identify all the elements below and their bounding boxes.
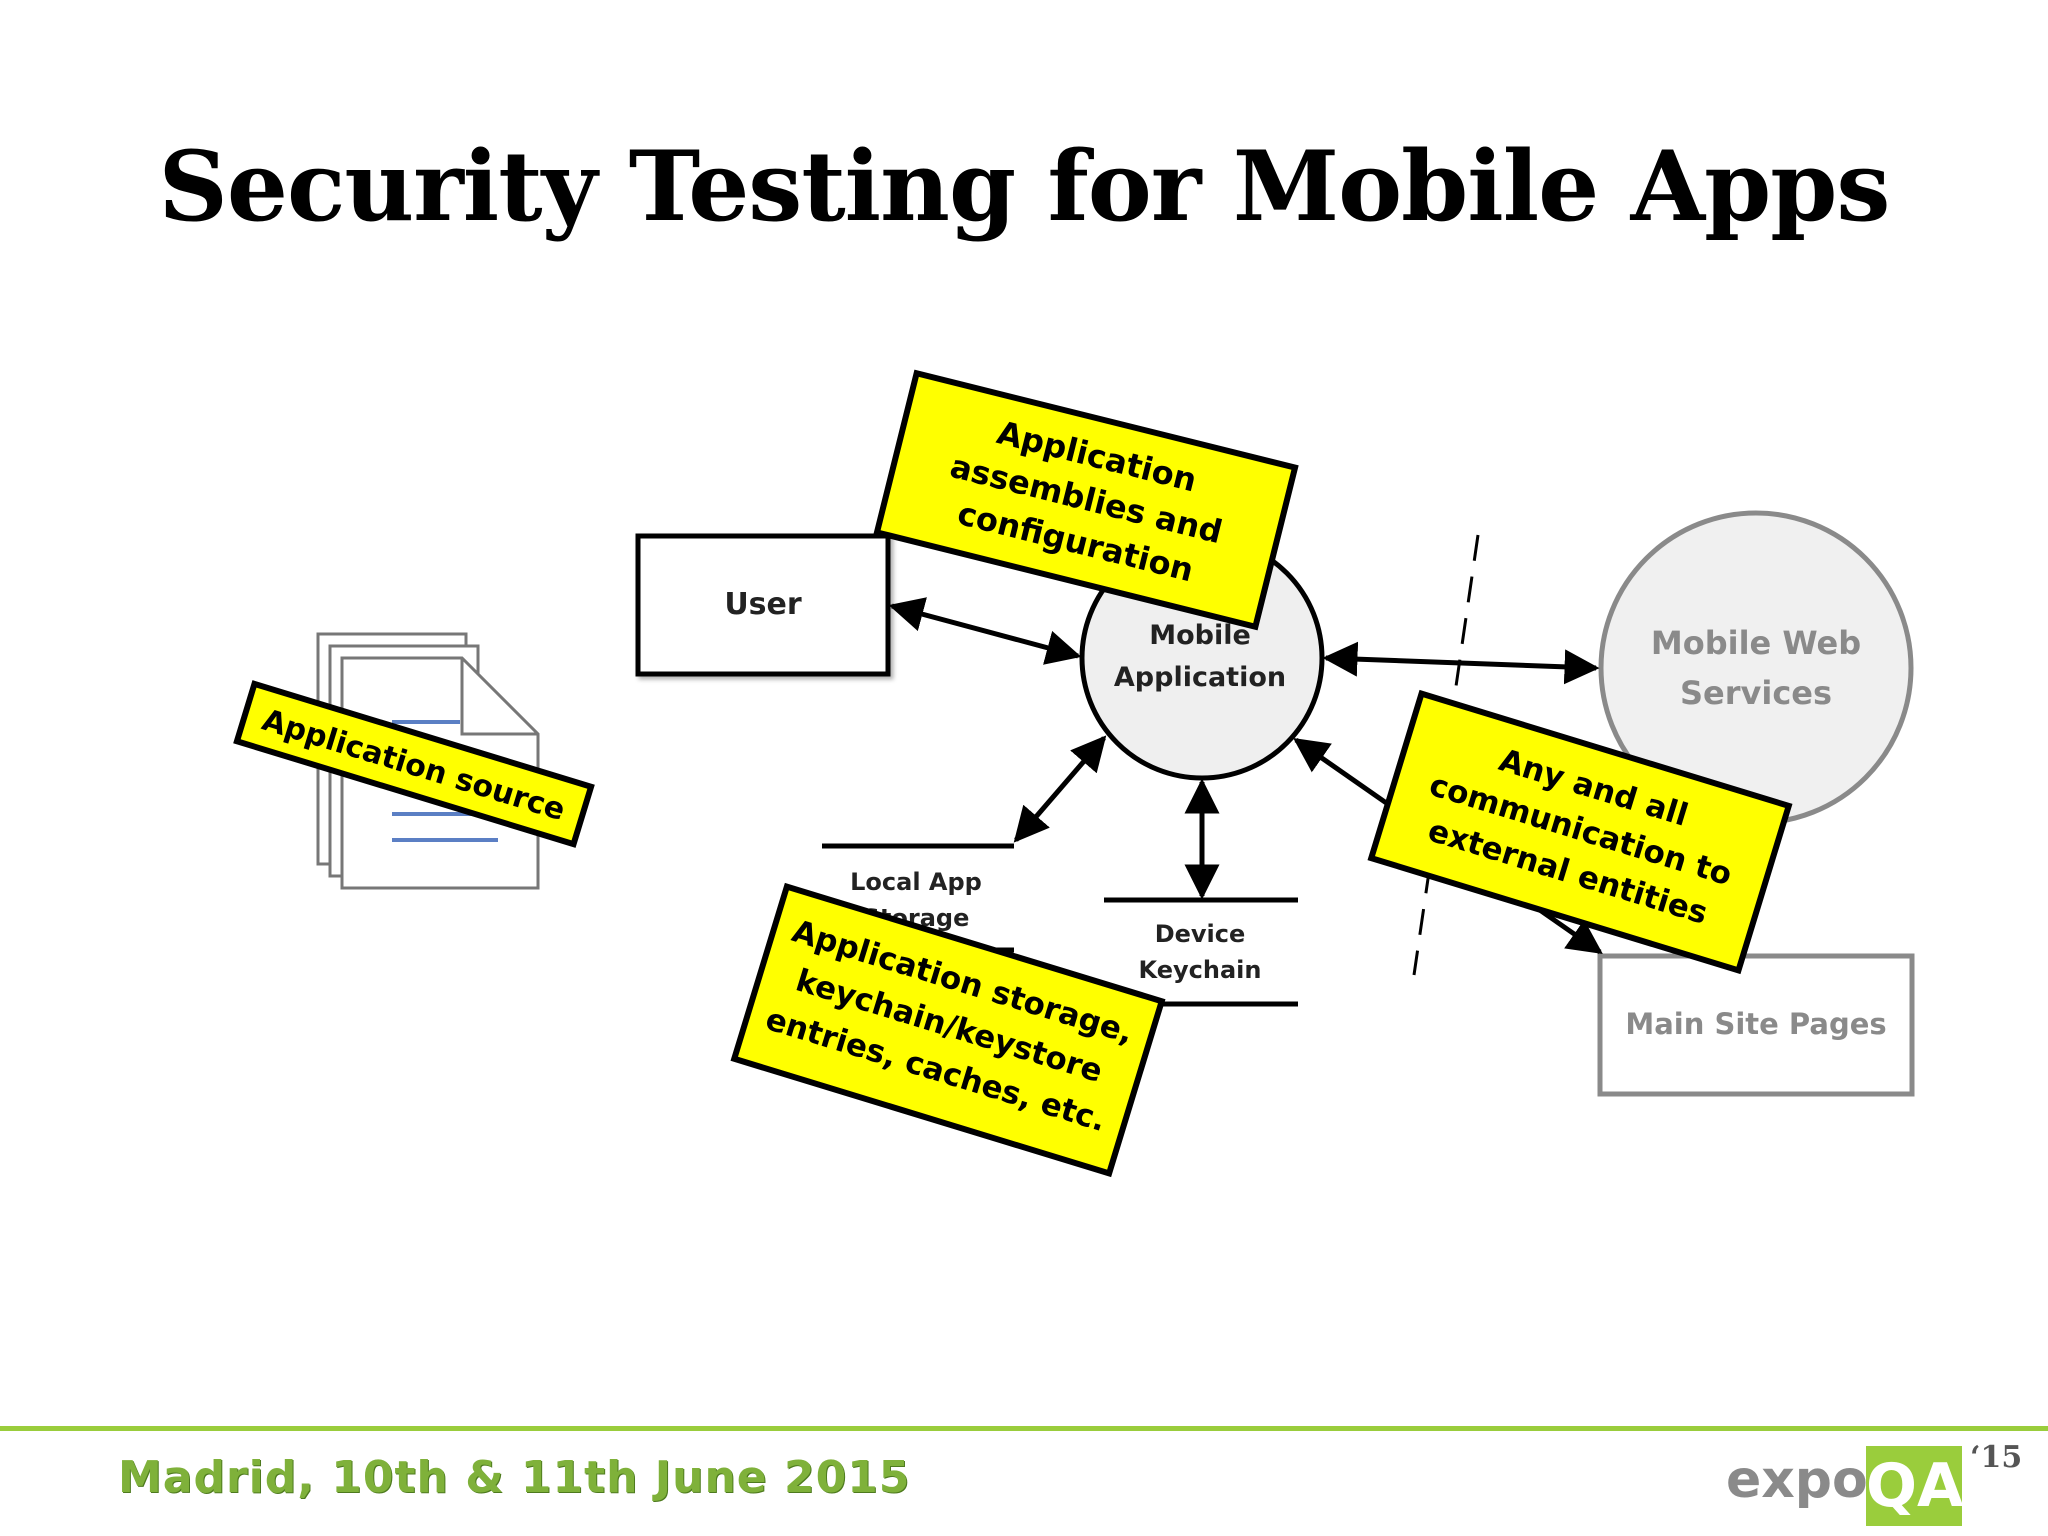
arrow-app-localstorage [1013, 735, 1107, 843]
device-keychain-label-2: Keychain [1139, 956, 1262, 984]
arrow-user-app [888, 597, 1082, 665]
logo-year-text: ‘15 [1970, 1440, 2023, 1475]
arrow-app-webservices [1322, 641, 1600, 685]
mobile-web-services-label-2: Services [1680, 674, 1832, 712]
mobile-web-services-node: Mobile Web Services [1598, 510, 1914, 826]
device-keychain-label-1: Device [1155, 920, 1246, 948]
device-keychain-node: Device Keychain [1104, 897, 1298, 1007]
local-app-storage-label-1: Local App [850, 868, 982, 896]
footer-divider [0, 1426, 2048, 1431]
main-site-pages-label: Main Site Pages [1625, 1007, 1886, 1041]
footer-event-text: Madrid, 10th & 11th June 2015 [118, 1452, 911, 1503]
user-label: User [724, 587, 802, 622]
mobile-application-label-2: Application [1114, 662, 1286, 693]
callout-communication: Any and all communication to external en… [1367, 689, 1793, 975]
logo-expo-text: expo [1726, 1450, 1868, 1510]
mobile-application-label-1: Mobile [1149, 620, 1251, 651]
main-site-pages-node: Main Site Pages [1597, 953, 1915, 1097]
expoqa-logo: expo QA ‘15 [1722, 1440, 2022, 1530]
callout-assemblies: Application assemblies and configuration [873, 369, 1299, 631]
slide-title: Security Testing for Mobile Apps [158, 130, 1891, 243]
user-node: User [635, 533, 891, 677]
mobile-web-services-label-1: Mobile Web [1651, 624, 1861, 662]
logo-qa-text: QA [1866, 1446, 1963, 1526]
